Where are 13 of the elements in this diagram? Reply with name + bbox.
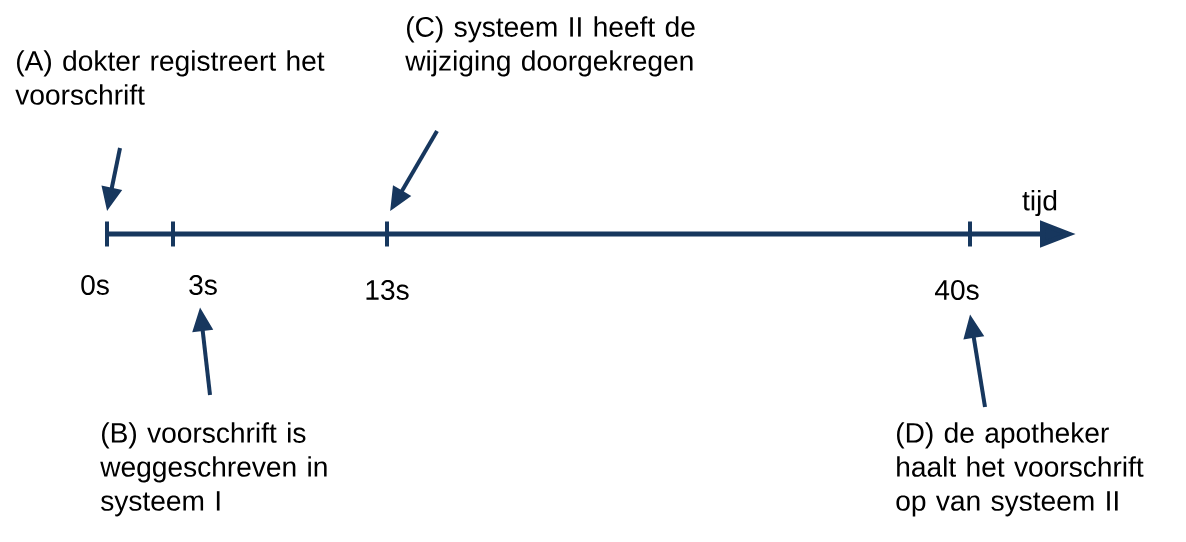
tick-mark: [105, 221, 109, 247]
annotation-text: (C) systeem II heeft de wijziging doorgekregen: [405, 16, 695, 77]
annotation-text: (B) voorschrift is weggeschreven in systeem I: [100, 422, 327, 517]
tick-mark: [968, 221, 972, 247]
axis-label: tijd: [1022, 189, 1057, 217]
tick-label: 3s: [189, 275, 217, 295]
annotation-text: (A) dokter registreert het voorschrift: [15, 50, 325, 105]
annotation-text: (D) de apotheker haalt het voorschrift op van systeem II: [896, 422, 1144, 517]
tick-label: 0s: [81, 275, 109, 295]
tick-label: 40s: [935, 280, 979, 300]
tick-label: 13s: [366, 280, 409, 300]
tick-mark: [171, 221, 175, 247]
tick-mark: [385, 221, 389, 247]
